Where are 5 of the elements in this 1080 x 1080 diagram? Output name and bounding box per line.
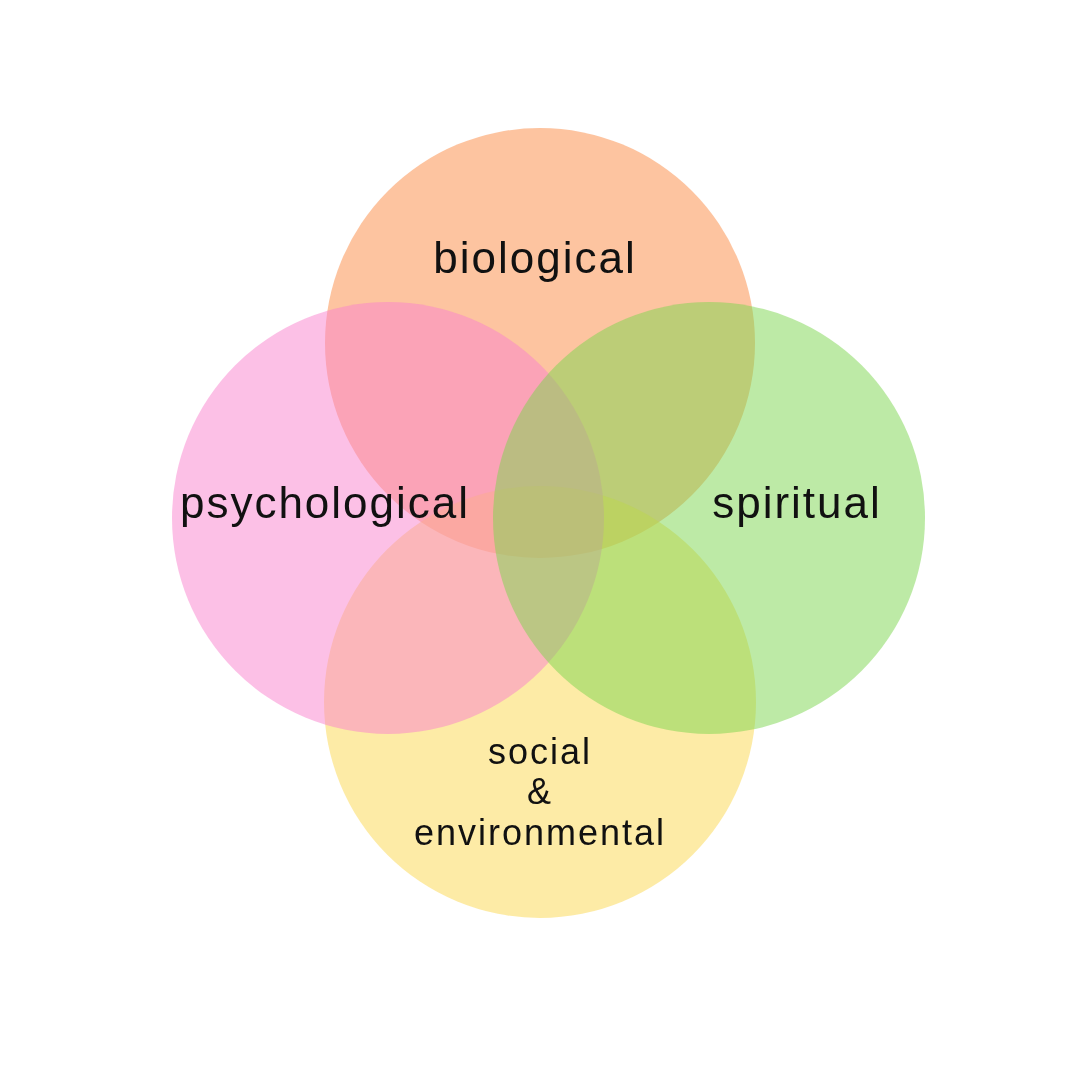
circle-label: social & environmental	[412, 731, 668, 853]
circle-label: biological	[433, 233, 637, 283]
venn-circle	[493, 302, 925, 734]
circle-label: spiritual	[712, 478, 882, 528]
circle-label: psychological	[179, 478, 471, 528]
